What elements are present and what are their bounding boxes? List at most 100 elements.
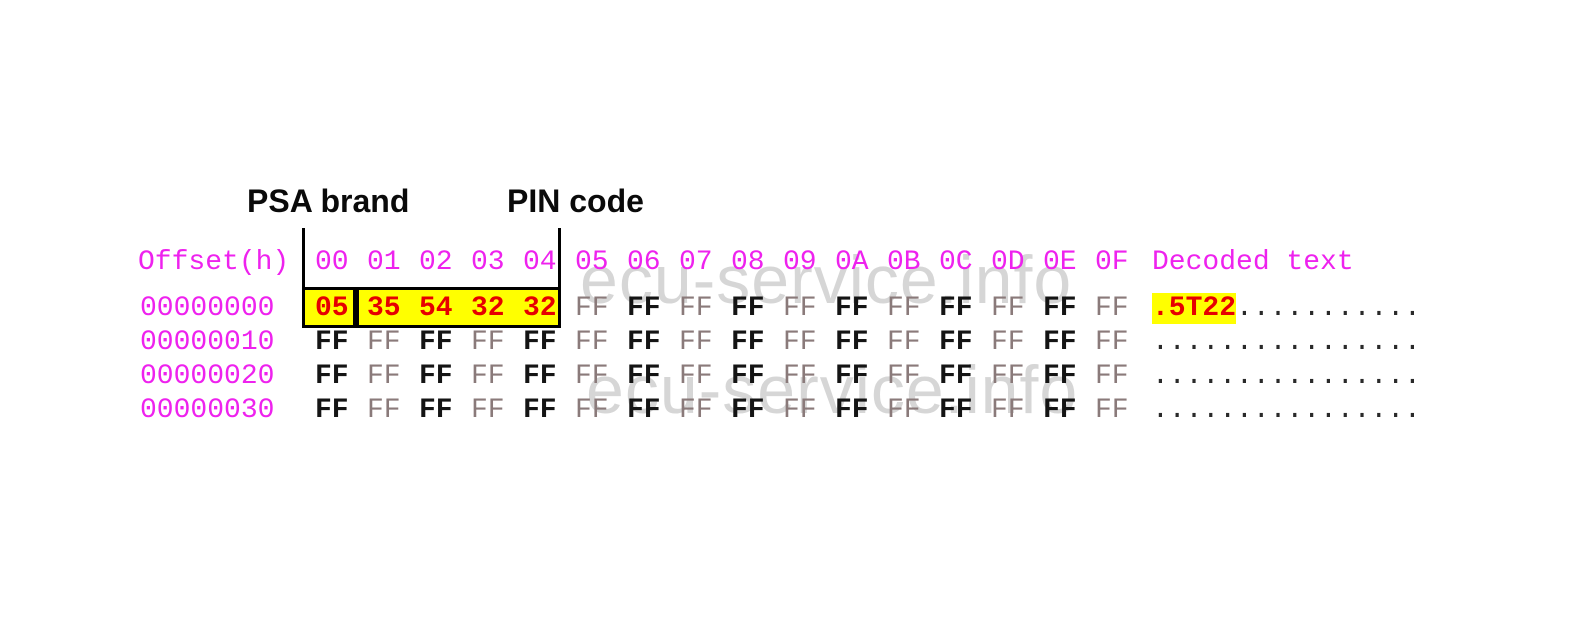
decoded-cell[interactable]: .5T22........... xyxy=(1152,292,1421,326)
hex-byte[interactable]: FF xyxy=(991,361,1025,392)
hex-column-header-0A: 0A xyxy=(835,247,869,278)
hex-byte[interactable]: FF xyxy=(835,361,869,392)
hex-byte[interactable]: FF xyxy=(939,395,973,426)
hex-byte[interactable]: FF xyxy=(523,327,557,358)
hex-byte[interactable]: FF xyxy=(575,361,609,392)
pin-code-bytes-box xyxy=(356,287,561,328)
hex-byte[interactable]: FF xyxy=(419,395,453,426)
hex-byte[interactable]: FF xyxy=(419,361,453,392)
hex-byte[interactable]: FF xyxy=(367,361,401,392)
hex-byte[interactable]: FF xyxy=(575,395,609,426)
decoded-text-header: Decoded text xyxy=(1152,247,1354,278)
hex-byte[interactable]: FF xyxy=(1043,293,1077,324)
hex-byte[interactable]: FF xyxy=(1095,361,1129,392)
hex-byte[interactable]: FF xyxy=(1043,395,1077,426)
hex-byte[interactable]: FF xyxy=(939,361,973,392)
hex-column-header-04: 04 xyxy=(523,247,557,278)
hex-column-header-0B: 0B xyxy=(887,247,921,278)
hex-byte[interactable]: FF xyxy=(627,327,661,358)
hex-byte[interactable]: FF xyxy=(887,293,921,324)
hex-byte[interactable]: FF xyxy=(939,327,973,358)
hex-byte[interactable]: FF xyxy=(523,395,557,426)
hex-byte[interactable]: FF xyxy=(627,395,661,426)
hex-byte[interactable]: FF xyxy=(835,327,869,358)
hex-byte[interactable]: 54 xyxy=(419,293,453,324)
hex-byte[interactable]: FF xyxy=(679,395,713,426)
decoded-text: ................ xyxy=(1152,361,1421,392)
hex-column-header-0D: 0D xyxy=(991,247,1025,278)
hex-byte[interactable]: FF xyxy=(783,293,817,324)
offset-column-header: Offset(h) xyxy=(138,247,290,278)
hex-byte[interactable]: FF xyxy=(367,327,401,358)
hex-byte[interactable]: FF xyxy=(315,395,349,426)
hex-byte[interactable]: FF xyxy=(367,395,401,426)
hex-byte[interactable]: FF xyxy=(471,327,505,358)
hex-byte[interactable]: FF xyxy=(627,293,661,324)
psa-brand-byte-box xyxy=(302,287,356,328)
pin-code-bracket-line xyxy=(558,228,561,328)
hex-byte[interactable]: FF xyxy=(575,293,609,324)
hex-byte[interactable]: FF xyxy=(991,327,1025,358)
decoded-cell[interactable]: ................ xyxy=(1152,360,1421,394)
row-offset: 00000020 xyxy=(140,361,275,392)
hex-byte[interactable]: FF xyxy=(471,361,505,392)
hex-byte[interactable]: FF xyxy=(679,361,713,392)
hex-column-header-03: 03 xyxy=(471,247,505,278)
hex-byte[interactable]: 05 xyxy=(315,293,349,324)
hex-column-header-09: 09 xyxy=(783,247,817,278)
hex-byte[interactable]: FF xyxy=(783,361,817,392)
hex-byte[interactable]: FF xyxy=(575,327,609,358)
psa-brand-label: PSA brand xyxy=(247,183,410,219)
hex-byte[interactable]: FF xyxy=(1043,327,1077,358)
row-offset: 00000000 xyxy=(140,293,275,324)
hex-byte[interactable]: FF xyxy=(419,327,453,358)
row-offset: 00000010 xyxy=(140,327,275,358)
decoded-text: ................ xyxy=(1152,395,1421,426)
hex-byte[interactable]: FF xyxy=(731,361,765,392)
hex-byte[interactable]: FF xyxy=(991,293,1025,324)
decoded-text: ................ xyxy=(1152,327,1421,358)
hex-column-header-0E: 0E xyxy=(1043,247,1077,278)
hex-column-header-0F: 0F xyxy=(1095,247,1129,278)
hex-byte[interactable]: FF xyxy=(783,395,817,426)
hex-byte[interactable]: FF xyxy=(1095,327,1129,358)
decoded-cell[interactable]: ................ xyxy=(1152,326,1421,360)
hex-byte[interactable]: 32 xyxy=(471,293,505,324)
hex-byte[interactable]: FF xyxy=(783,327,817,358)
hex-byte[interactable]: FF xyxy=(887,327,921,358)
hex-byte[interactable]: FF xyxy=(939,293,973,324)
hex-byte[interactable]: FF xyxy=(1095,395,1129,426)
hex-column-header-07: 07 xyxy=(679,247,713,278)
decoded-cell[interactable]: ................ xyxy=(1152,394,1421,428)
hex-column-header-0C: 0C xyxy=(939,247,973,278)
hex-byte[interactable]: FF xyxy=(627,361,661,392)
hex-byte[interactable]: FF xyxy=(731,293,765,324)
watermark-text: ecu-service.info xyxy=(586,352,1079,428)
decoded-highlight[interactable]: .5T22 xyxy=(1152,293,1237,324)
watermark-text: ecu-service.info xyxy=(580,242,1073,318)
hex-byte[interactable]: FF xyxy=(1095,293,1129,324)
hex-byte[interactable]: FF xyxy=(523,361,557,392)
hex-byte[interactable]: FF xyxy=(835,293,869,324)
hex-byte[interactable]: 35 xyxy=(367,293,401,324)
hex-byte[interactable]: FF xyxy=(679,293,713,324)
psa-brand-bracket-line xyxy=(302,228,305,328)
hex-column-header-01: 01 xyxy=(367,247,401,278)
hex-byte[interactable]: FF xyxy=(315,327,349,358)
hex-byte[interactable]: FF xyxy=(991,395,1025,426)
row-offset: 00000030 xyxy=(140,395,275,426)
hex-byte[interactable]: FF xyxy=(731,327,765,358)
hex-byte[interactable]: FF xyxy=(887,395,921,426)
hex-byte[interactable]: FF xyxy=(315,361,349,392)
hex-byte[interactable]: FF xyxy=(679,327,713,358)
hex-column-header-06: 06 xyxy=(627,247,661,278)
hex-byte[interactable]: FF xyxy=(731,395,765,426)
hex-byte[interactable]: FF xyxy=(835,395,869,426)
hex-byte[interactable]: FF xyxy=(887,361,921,392)
decoded-text: ........... xyxy=(1236,293,1421,324)
hex-byte[interactable]: FF xyxy=(1043,361,1077,392)
hex-byte[interactable]: FF xyxy=(471,395,505,426)
hex-byte[interactable]: 32 xyxy=(523,293,557,324)
hex-column-header-02: 02 xyxy=(419,247,453,278)
